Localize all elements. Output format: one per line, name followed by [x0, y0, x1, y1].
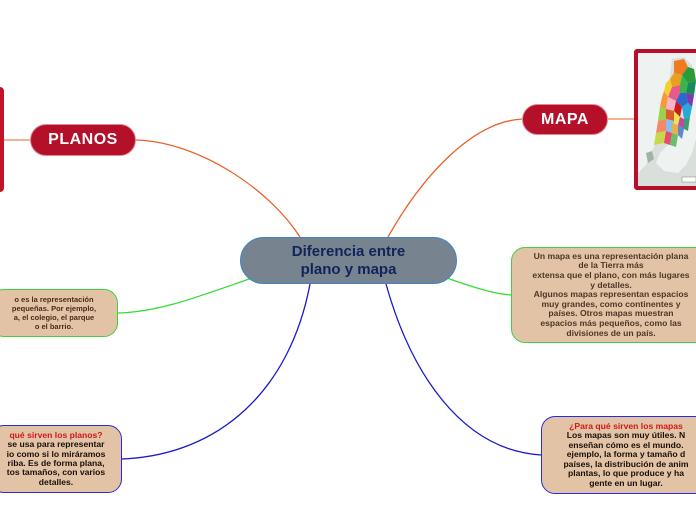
planos-definition-line: a, el colegio, el parque: [13, 313, 95, 322]
central-topic[interactable]: Diferencia entre plano y mapa: [240, 237, 457, 284]
planos-purpose-line: io como si lo miráramos: [6, 448, 106, 459]
mapa-purpose-bubble[interactable]: ¿Para qué sirven los mapas Los mapas son…: [541, 416, 696, 494]
mapa-definition-line: divisiones de un país.: [566, 327, 656, 338]
mapa-definition-bubble[interactable]: Un mapa es una representación plana de l…: [511, 247, 696, 343]
mapa-label: MAPA: [541, 110, 589, 128]
connector-to-mapa-def: [446, 277, 512, 296]
connector-to-plano-def: [117, 277, 253, 314]
mapa-purpose-line: países, la distribución de anim: [563, 458, 689, 469]
mapa-definition-line: extensa que el plano, con más lugares: [532, 270, 690, 281]
planos-definition-line: pequeñas. Por ejemplo,: [11, 304, 97, 313]
mapa-purpose-title: ¿Para qué sirven los mapas: [569, 421, 683, 432]
mapa-definition-line: Un mapa es una representación plana: [533, 250, 689, 261]
planos-definition-bubble[interactable]: o es la representación pequeñas. Por eje…: [0, 289, 118, 337]
map-illustration: [638, 53, 696, 186]
planos-image[interactable]: [0, 87, 4, 192]
mapa-image[interactable]: [634, 49, 696, 190]
planos-purpose-bubble[interactable]: qué sirven los planos? se usa para repre…: [0, 425, 122, 493]
central-line-1: Diferencia entre: [291, 242, 406, 260]
mapa-definition-line: de la Tierra más: [578, 260, 644, 271]
planos-purpose-line: tos tamaños, con varios: [6, 467, 106, 478]
mapa-topic[interactable]: MAPA: [522, 104, 608, 135]
central-line-2: plano y mapa: [300, 260, 397, 278]
connector-to-planos: [135, 139, 301, 238]
central-topic-text: Diferencia entre plano y mapa: [292, 243, 405, 279]
mapa-purpose-line: enseñan cómo es el mundo.: [568, 439, 684, 450]
planos-purpose-line: se usa para representar: [7, 439, 105, 450]
mapa-definition-line: países. Otros mapas muestran: [548, 308, 674, 319]
mapa-purpose-line: Los mapas son muy útiles. N: [566, 430, 686, 441]
connector-to-mapa: [387, 118, 523, 238]
mapa-definition-line: y detalles.: [590, 279, 632, 290]
connector-to-plano-use: [121, 283, 311, 460]
connector-to-mapa-use: [385, 283, 542, 456]
mapa-purpose-line: plantas, lo que produce y ha: [567, 468, 685, 479]
planos-label: PLANOS: [48, 131, 118, 148]
planos-definition-line: o el barrio.: [34, 322, 74, 331]
mapa-purpose-line: ejemplo, la forma y tamaño d: [566, 449, 686, 460]
mapa-definition-line: muy grandes, como continentes y: [541, 298, 681, 309]
mapa-definition-line: Algunos mapas representan espacios: [533, 289, 689, 300]
planos-purpose-line: riba. Es de forma plana,: [7, 458, 105, 468]
planos-definition-line: o es la representación: [14, 295, 94, 304]
planos-purpose-line: detalles.: [38, 476, 74, 487]
mapa-purpose-line: gente en un lugar.: [589, 477, 663, 488]
planos-topic[interactable]: PLANOS: [30, 124, 136, 156]
mapa-definition-line: espacios más pequeños, como las: [540, 317, 682, 328]
planos-purpose-title: qué sirven los planos?: [9, 429, 103, 440]
